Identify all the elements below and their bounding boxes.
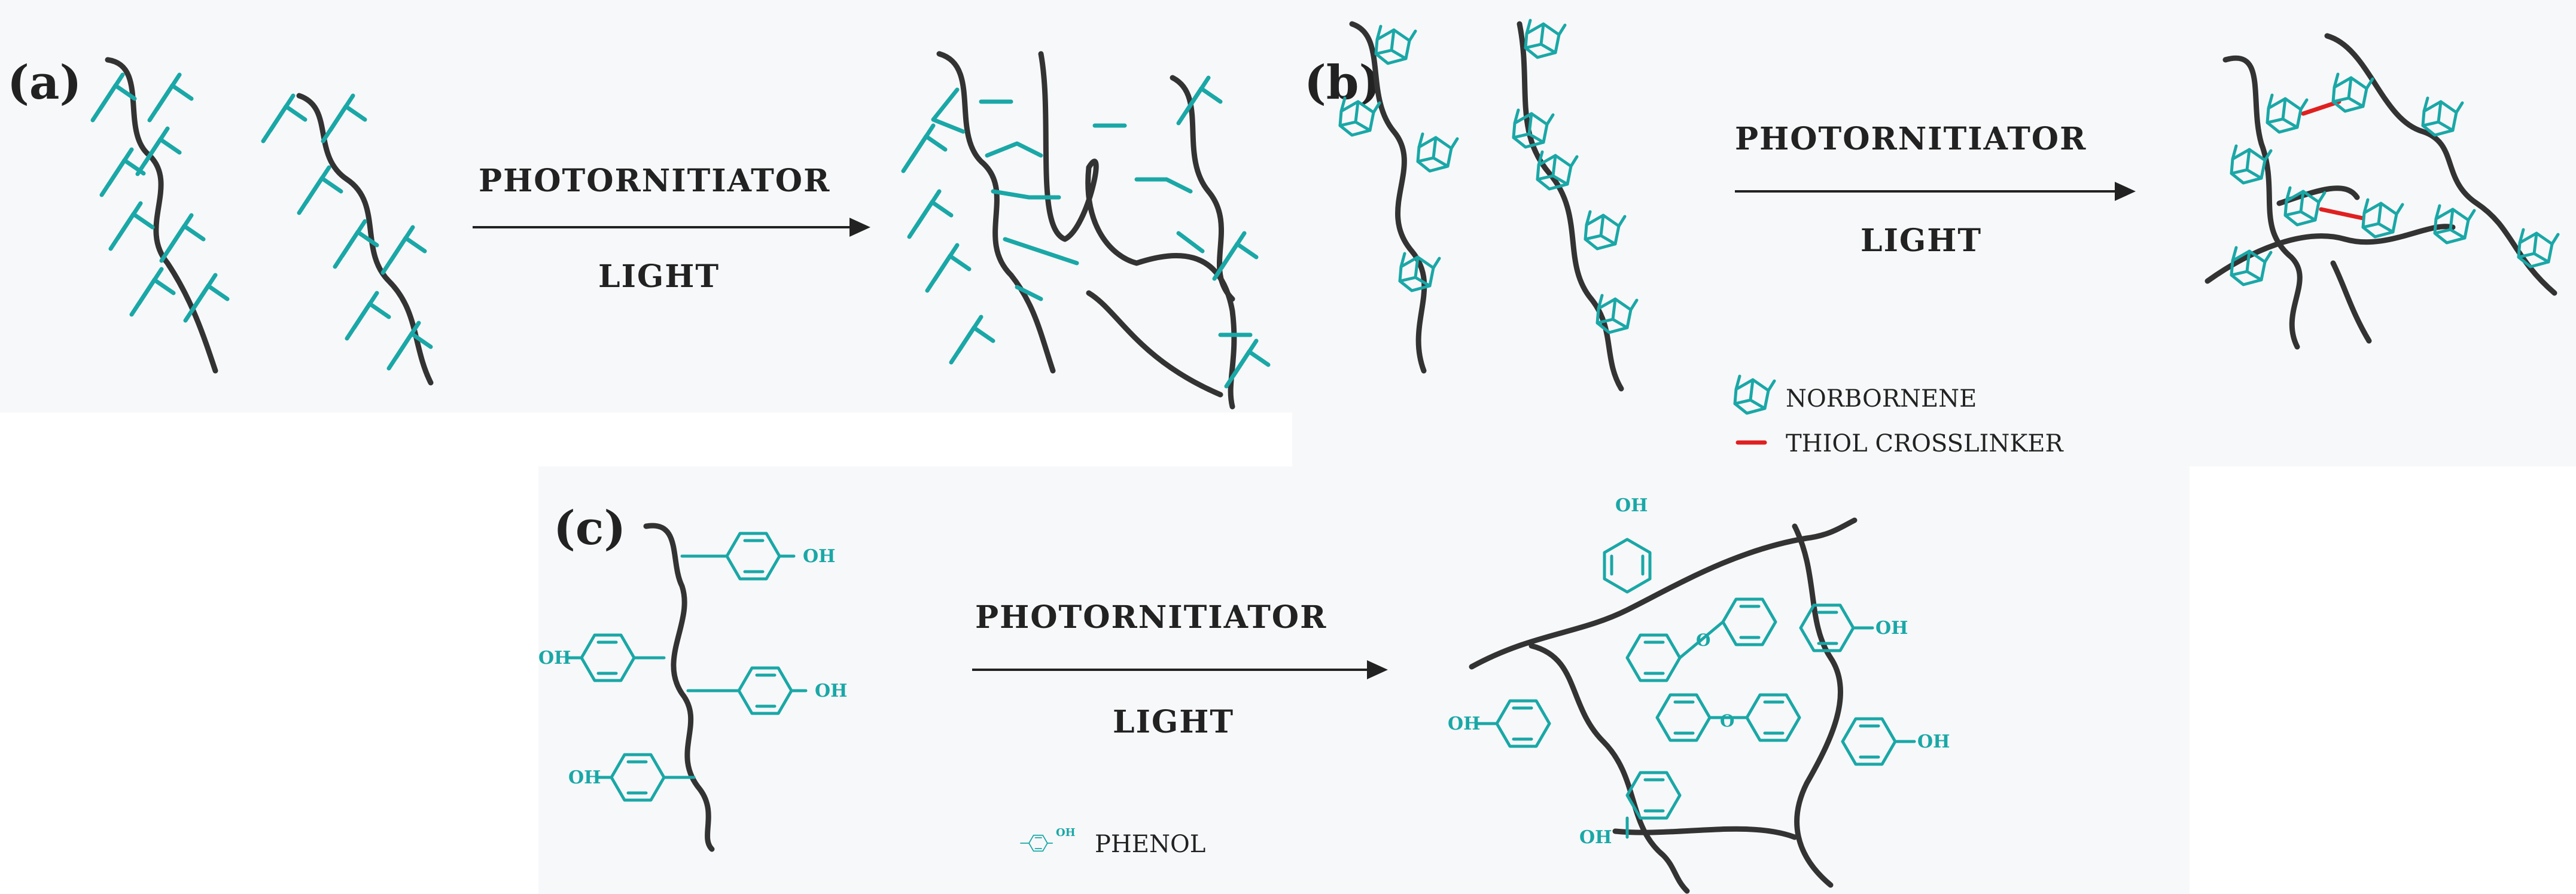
oh-label: OH: [568, 767, 601, 788]
phenol-group: [567, 533, 806, 800]
polymer-chain: [1517, 21, 1624, 392]
panel-a-label: (a): [7, 56, 81, 110]
legend-norbornene-label: NORBORNENE: [1786, 385, 1977, 413]
reaction-arrow-c-head: [1367, 660, 1388, 679]
ether-oxygen-label: O: [1720, 711, 1734, 731]
arrow-c-top-label: PHOTORNITIATOR: [975, 599, 1327, 636]
reaction-arrow-b-head: [2115, 182, 2136, 201]
reaction-arrow-a-head: [849, 218, 870, 237]
oh-label: OH: [538, 648, 571, 669]
oh-label: OH: [1579, 827, 1612, 848]
panel-b-background: [1292, 0, 2576, 466]
legend-thiol-label: THIOL CROSSLINKER: [1786, 430, 2064, 457]
oh-label: OH: [815, 681, 847, 701]
arrow-b-top-label: PHOTORNITIATOR: [1735, 121, 2087, 157]
crosslinked-network-c: [1469, 517, 1916, 894]
oh-label: OH: [803, 546, 835, 567]
polymer-chain: [1349, 21, 1427, 374]
crosslinked-network-a: [903, 51, 1268, 410]
panel-a-background: [0, 0, 1292, 413]
thiol-crosslink: [2319, 207, 2365, 221]
polymer-chain: [643, 523, 715, 852]
oh-label: OH: [1615, 495, 1648, 516]
arrow-a-bottom-label: LIGHT: [598, 258, 720, 295]
ether-oxygen-label: O: [1696, 630, 1710, 650]
oh-label: OH: [1875, 618, 1908, 639]
arrow-b-bottom-label: LIGHT: [1861, 222, 1982, 259]
legend-phenol-label: PHENOL: [1095, 831, 1205, 858]
oh-label: OH: [1448, 713, 1480, 734]
panel-c-background: [538, 466, 2190, 894]
panel-c-label: (c): [553, 501, 626, 556]
crosslinked-network-b: [2204, 33, 2558, 350]
phenol-legend-icon: [1020, 834, 1053, 852]
oh-label: OH: [1917, 731, 1950, 752]
arrow-c-bottom-label: LIGHT: [1113, 704, 1234, 740]
arrow-a-top-label: PHOTORNITIATOR: [479, 163, 830, 199]
phenol-legend-oh: OH: [1056, 826, 1076, 839]
thiol-crosslink: [2301, 99, 2341, 116]
